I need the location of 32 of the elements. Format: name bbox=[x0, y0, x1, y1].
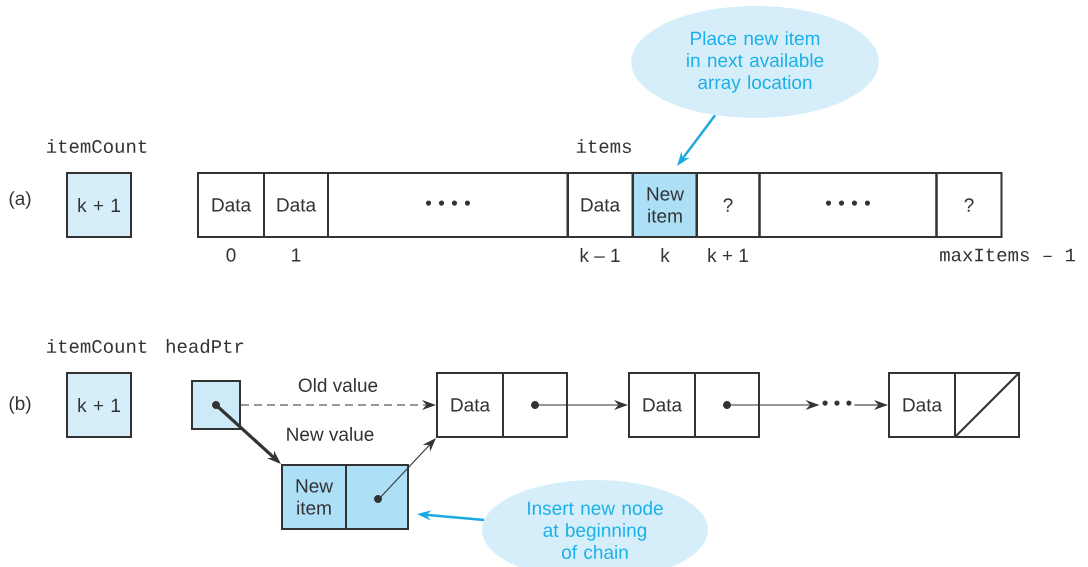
array-name: items bbox=[576, 139, 631, 153]
callout-bubble: Insert new node at beginning of chain bbox=[482, 480, 708, 567]
part-label: (a) bbox=[9, 191, 31, 209]
index-label: k – 1 bbox=[580, 248, 620, 262]
array-cell: Data bbox=[263, 172, 329, 238]
variable-name: headPtr bbox=[166, 339, 244, 353]
index-label: k + 1 bbox=[708, 248, 748, 262]
arrow bbox=[378, 438, 436, 500]
index-label: k bbox=[661, 248, 670, 262]
list-node: New item bbox=[281, 464, 409, 530]
edge-label: New value bbox=[284, 426, 376, 442]
index-label: 0 bbox=[226, 248, 236, 262]
array-cell: ? bbox=[935, 172, 1003, 238]
array-cell: New item bbox=[632, 172, 698, 238]
count-box: k + 1 bbox=[66, 372, 132, 438]
variable-name: itemCount bbox=[47, 339, 147, 353]
variable-name: itemCount bbox=[47, 139, 147, 153]
pointer-box bbox=[191, 380, 241, 430]
index-label: maxItems – 1 bbox=[940, 248, 1076, 262]
array-cell: Data bbox=[197, 172, 265, 238]
index-label: 1 bbox=[292, 248, 301, 262]
part-label: (b) bbox=[9, 396, 31, 414]
list-node: Data bbox=[888, 372, 1020, 438]
ellipsis: • • • bbox=[822, 400, 852, 406]
array-cell: • • • • bbox=[758, 172, 938, 238]
list-node: Data bbox=[436, 372, 568, 438]
edge-label: Old value bbox=[296, 377, 380, 393]
array-cell: • • • • bbox=[327, 172, 569, 238]
count-box: k + 1 bbox=[66, 172, 132, 238]
callout-bubble: Place new item in next available array location bbox=[631, 6, 879, 118]
list-node: Data bbox=[628, 372, 760, 438]
array-cell: ? bbox=[695, 172, 761, 238]
